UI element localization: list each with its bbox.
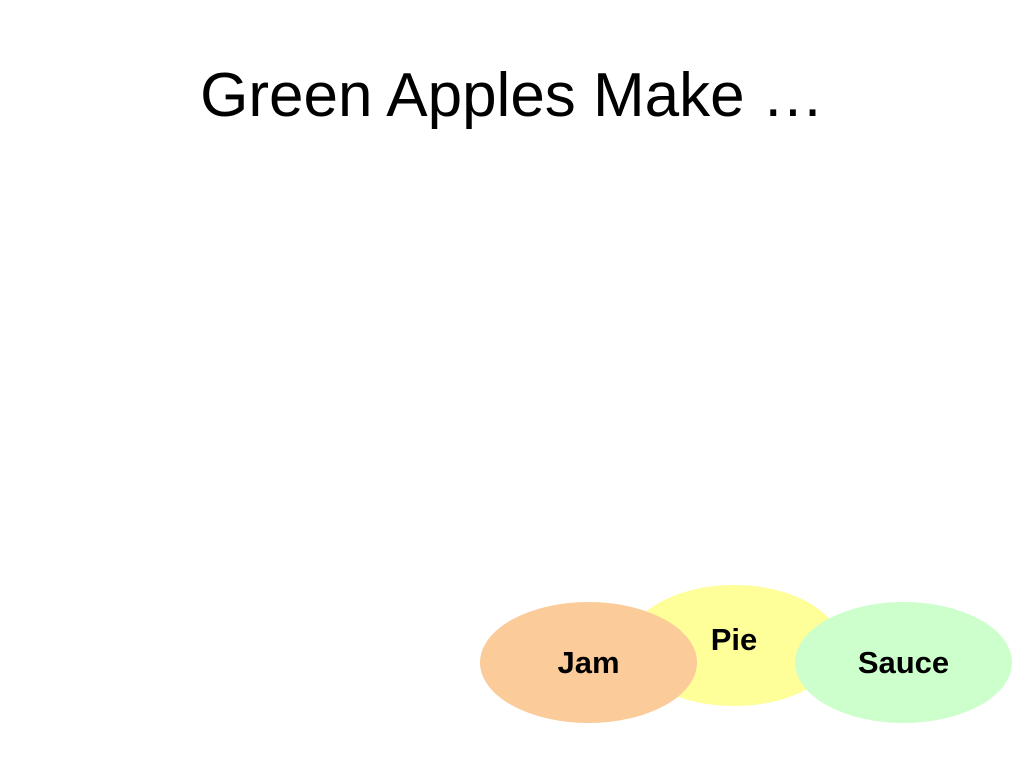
bubble-sauce: Sauce (795, 602, 1012, 723)
bubble-jam: Jam (480, 602, 697, 723)
bubble-sauce-label: Sauce (857, 644, 950, 680)
bubble-pie-label: Pie (710, 621, 758, 657)
bubble-jam-label: Jam (557, 644, 620, 680)
slide-title: Green Apples Make … (200, 61, 824, 130)
